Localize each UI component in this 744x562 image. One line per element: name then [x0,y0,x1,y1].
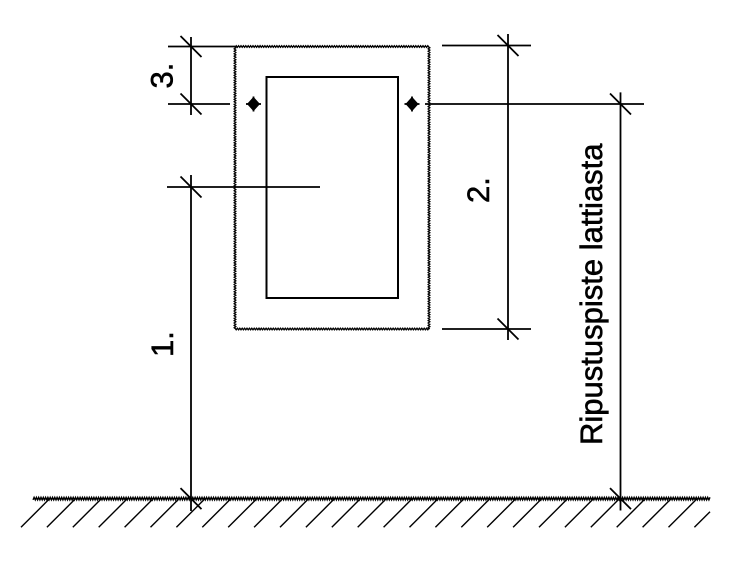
svg-text:2.: 2. [461,177,496,203]
svg-text:Ripustuspiste lattiasta: Ripustuspiste lattiasta [574,143,609,445]
svg-text:3.: 3. [145,63,180,89]
svg-text:1.: 1. [145,331,180,357]
